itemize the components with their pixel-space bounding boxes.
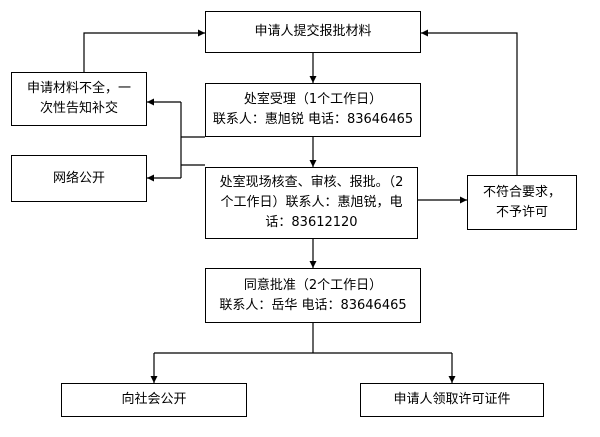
node-approve-line-2: 联系人：岳华 电话：83646465 (219, 297, 407, 313)
node-reject: 不符合要求， 不予许可 (467, 175, 577, 230)
node-review: 处室现场核查、审核、报批。（2 个工作日）联系人：惠旭锐，电 话：8361212… (205, 167, 418, 239)
node-accept-line-1: 处室受理（1个工作日） (243, 92, 383, 107)
node-accept-line-2: 联系人：惠旭锐 电话：83646465 (212, 112, 414, 127)
node-approve-line-1: 同意批准（2个工作日） (243, 277, 383, 293)
arrow-reject-to-submit (421, 29, 518, 175)
node-review-line-2: 个工作日）联系人：惠旭锐，电 (220, 195, 403, 210)
node-submit: 申请人提交报批材料 (205, 11, 421, 53)
node-reject-line-1: 不符合要求， (482, 184, 561, 200)
node-reject-line-2: 不予许可 (495, 204, 548, 220)
node-certificate-text: 申请人领取许可证件 (393, 392, 511, 407)
node-online: 网络公开 (11, 155, 147, 202)
node-online-text: 网络公开 (52, 170, 105, 186)
node-approve: 同意批准（2个工作日） 联系人：岳华 电话：83646465 (205, 268, 421, 323)
node-incomplete-line-1: 申请材料不全，一 (26, 81, 131, 96)
node-incomplete-line-2: 次性告知补交 (39, 101, 118, 116)
node-public-text: 向社会公开 (121, 392, 187, 407)
node-submit-text: 申请人提交报批材料 (254, 24, 372, 39)
node-review-line-1: 处室现场核查、审核、报批。（2 (219, 175, 404, 190)
node-certificate: 申请人领取许可证件 (360, 383, 544, 417)
node-public: 向社会公开 (61, 383, 247, 417)
node-incomplete: 申请材料不全，一 次性告知补交 (11, 72, 147, 126)
node-accept: 处室受理（1个工作日） 联系人：惠旭锐 电话：83646465 (205, 83, 421, 137)
node-review-line-3: 话：83612120 (265, 215, 358, 230)
arrow-incomplete-to-submit (83, 29, 205, 72)
